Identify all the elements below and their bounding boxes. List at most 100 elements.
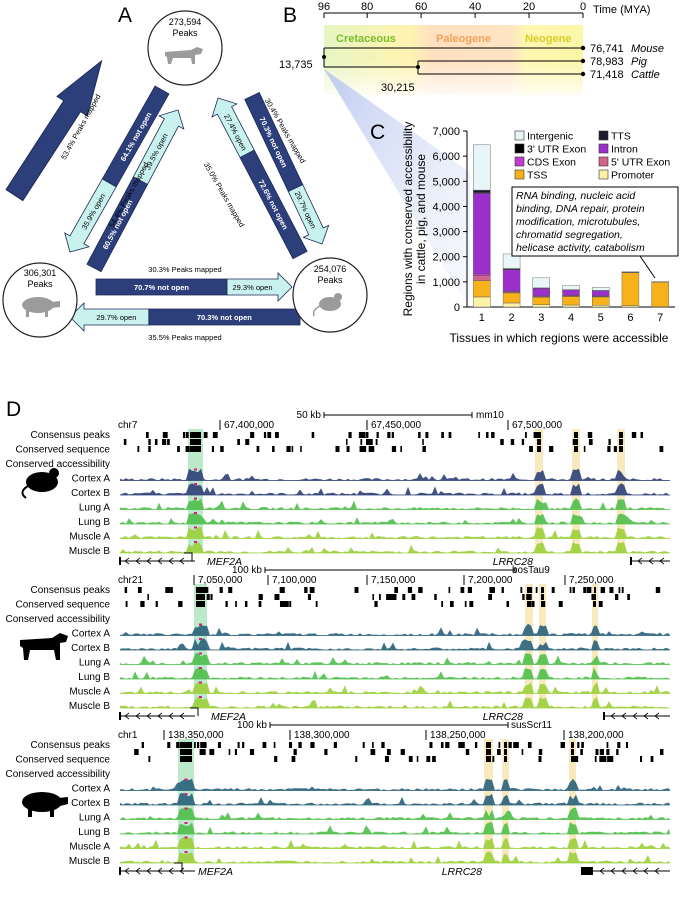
signal-track bbox=[120, 652, 670, 665]
inner-node-value: 30,215 bbox=[381, 82, 415, 94]
signal-track bbox=[120, 837, 670, 849]
x-axis-label: Tissues in which regions were accessible bbox=[450, 331, 669, 345]
phylogenetic-tree bbox=[323, 47, 583, 75]
annotation-line: modification, microtubules, bbox=[516, 216, 640, 228]
cattle-icon bbox=[165, 47, 203, 64]
scale-label: 100 kb bbox=[232, 565, 262, 576]
assembly-label: susScr11 bbox=[511, 720, 552, 731]
legend-swatch bbox=[514, 169, 525, 180]
y-tick-label: 5,000 bbox=[432, 176, 460, 188]
x-tick-label: 3 bbox=[538, 312, 544, 324]
bar-segment-promoter bbox=[473, 296, 491, 308]
y-tick-label: 1,000 bbox=[432, 277, 460, 289]
bar-segment-intron bbox=[562, 289, 580, 296]
track-label: Cortex B bbox=[71, 643, 110, 654]
signal-track bbox=[120, 807, 670, 820]
bar-segment-intergenic bbox=[473, 144, 491, 191]
pig-peaks-count: 306,301 bbox=[24, 268, 57, 278]
bar-segment-intron bbox=[532, 288, 550, 297]
scale-label: 100 kb bbox=[237, 720, 267, 731]
track-label: Lung A bbox=[79, 503, 110, 514]
legend-label: TTS bbox=[611, 131, 631, 143]
annotation-line: chromatid segregation, bbox=[516, 229, 623, 241]
panel-label-a: A bbox=[118, 4, 132, 27]
panel-label-d: D bbox=[6, 398, 21, 421]
gene-label-right: LRRC28 bbox=[442, 866, 482, 878]
track-label: Consensus peaks bbox=[31, 430, 111, 441]
signal-track bbox=[120, 681, 670, 694]
signal-track bbox=[120, 851, 670, 863]
bar-segment-intergenic bbox=[621, 271, 640, 273]
panel-label-c: C bbox=[370, 121, 385, 144]
pig-to-mouse-mapped: 30.3% Peaks mapped bbox=[148, 265, 221, 274]
gene-label-left: MEF2A bbox=[198, 866, 233, 878]
annotation-box bbox=[511, 186, 679, 257]
coordinate-label: 7,200,000 bbox=[468, 575, 513, 586]
legend-swatch bbox=[598, 143, 609, 154]
time-tick-label: 0 bbox=[580, 1, 586, 13]
bar-segment-promoter bbox=[562, 304, 580, 308]
x-tick-label: 5 bbox=[598, 312, 604, 324]
scale-label: 50 kb bbox=[297, 410, 322, 421]
y-axis-label-line1: Regions with conserved accessibility bbox=[401, 122, 415, 317]
gene-label-right: LRRC28 bbox=[483, 711, 523, 723]
coordinate-label: 138,350,000 bbox=[168, 730, 224, 741]
cattle-node: 273,594 Peaks bbox=[147, 10, 223, 86]
bar-segment-intergenic bbox=[532, 277, 550, 289]
coordinate-label: 7,100,000 bbox=[272, 575, 317, 586]
track-label: Conserved accessibility bbox=[6, 614, 111, 625]
period-neogene: Neogene bbox=[525, 33, 571, 45]
track-label: Conserved sequence bbox=[15, 755, 110, 766]
bar-segment-promoter bbox=[592, 305, 610, 308]
root-value: 13,735 bbox=[279, 59, 313, 71]
track-label: Cortex B bbox=[71, 798, 110, 809]
mouse-to-pig-mapped: 35.5% Peaks mapped bbox=[148, 333, 221, 342]
y-tick-label: 4,000 bbox=[432, 201, 460, 213]
track-label: Lung B bbox=[78, 672, 110, 683]
annotation-line: RNA binding, nucleic acid bbox=[516, 190, 636, 202]
chromosome-label: chr7 bbox=[118, 420, 138, 431]
legend-swatch bbox=[514, 156, 525, 167]
track-label: Lung B bbox=[78, 517, 110, 528]
coordinate-label: 138,250,000 bbox=[430, 730, 486, 741]
x-tick-label: 1 bbox=[479, 312, 485, 324]
signal-track bbox=[120, 541, 670, 553]
signal-track bbox=[120, 638, 670, 650]
panel-label-b: B bbox=[283, 4, 297, 27]
coordinate-label: 67,400,000 bbox=[224, 420, 274, 431]
track-label: Conserved sequence bbox=[15, 445, 110, 456]
arrow-mouse-to-pig-open-label: 29.7% open bbox=[96, 313, 136, 322]
signal-track bbox=[120, 526, 670, 539]
signal-track bbox=[120, 822, 670, 834]
track-label: Conserved accessibility bbox=[6, 459, 111, 470]
time-tick-label: 80 bbox=[361, 1, 373, 13]
y-tick-label: 6,000 bbox=[432, 151, 460, 163]
mouse-peaks-count: 254,076 bbox=[314, 264, 347, 274]
cattle-icon bbox=[20, 633, 68, 660]
annotation-line: helicase activity, catabolism bbox=[516, 242, 645, 254]
track-label: Conserved accessibility bbox=[6, 769, 111, 780]
signal-track bbox=[120, 778, 670, 791]
pig-icon bbox=[22, 297, 60, 317]
track-label: Muscle B bbox=[69, 701, 110, 712]
bar-segment-tss bbox=[532, 296, 550, 305]
bar-segment-tss bbox=[651, 281, 669, 307]
bar-segment-tts bbox=[473, 189, 491, 193]
y-axis-label-line2: in cattle, pig, and mouse bbox=[414, 154, 428, 284]
chromosome-label: chr21 bbox=[118, 575, 143, 586]
annotation-line: binding, DNA repair, protein bbox=[516, 203, 645, 215]
legend-swatch bbox=[598, 169, 609, 180]
mouse-icon bbox=[312, 293, 342, 317]
arrow-mouse-to-pig-not-open-label: 70.3% not open bbox=[197, 313, 252, 322]
assembly-label: bosTau9 bbox=[512, 565, 550, 576]
arrow-pig-to-mouse-not-open-label: 70.7% not open bbox=[134, 283, 189, 292]
coordinate-label: 138,300,000 bbox=[294, 730, 350, 741]
legend-swatch bbox=[598, 130, 609, 141]
gene-label-left: MEF2A bbox=[207, 556, 242, 568]
legend-label: CDS Exon bbox=[527, 157, 576, 169]
time-tick-label: 20 bbox=[523, 1, 535, 13]
